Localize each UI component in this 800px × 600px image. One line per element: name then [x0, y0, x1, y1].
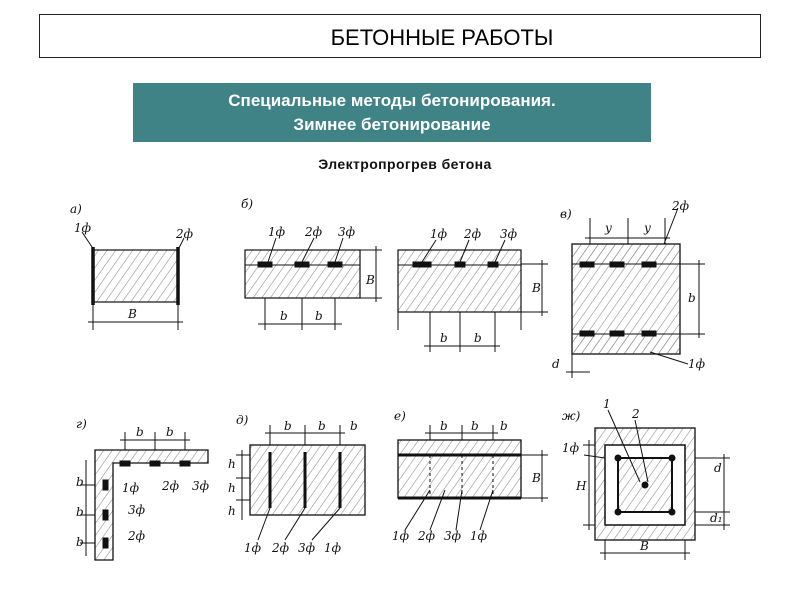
panel-d-letter: д)	[236, 413, 249, 427]
subtitle-line-2: Зимнее бетонирование	[293, 115, 491, 134]
panel-e-letter: е)	[394, 409, 406, 423]
panel-v-height: b	[688, 291, 696, 305]
panel-v-letter: в)	[560, 207, 572, 221]
panel-a-width: B	[127, 307, 137, 321]
panel-g-electrode-1: 1ф	[122, 481, 139, 495]
panel-d-electrode-4: 1ф	[324, 541, 341, 555]
panel-g-top-1: b	[136, 425, 144, 439]
panel-b-left-span-2: b	[315, 309, 323, 323]
panel-g-electrode-2a: 2ф	[161, 479, 179, 493]
panel-zh-marker-1: 1	[603, 397, 611, 411]
panel-zh-letter: ж)	[562, 409, 581, 423]
diagram-caption: Электропрогрев бетона	[318, 156, 492, 172]
panel-a-electrode-2: 2ф	[175, 227, 193, 241]
panel-d-top-3: b	[350, 419, 358, 433]
panel-b-left	[244, 237, 382, 330]
panel-zh-d: d	[714, 461, 722, 475]
panel-d-top-1: b	[284, 419, 292, 433]
panel-g-electrode-2b: 2ф	[127, 529, 145, 543]
panel-zh-marker-2: 2	[631, 407, 640, 421]
panel-g-electrode-3b: 3ф	[128, 503, 145, 517]
panel-d-h-3: h	[228, 504, 236, 518]
panel-d-electrode-2: 2ф	[271, 541, 289, 555]
title-box: БЕТОННЫЕ РАБОТЫ	[39, 14, 761, 58]
panel-b-right-span-2: b	[474, 331, 482, 345]
panel-e-top-3: b	[500, 419, 508, 433]
panel-v	[566, 207, 705, 378]
panel-v-electrode-1: 1ф	[688, 357, 705, 371]
panel-v-electrode-2: 2ф	[671, 199, 689, 213]
panel-g-left-3: b	[76, 535, 84, 549]
panel-b-left-e3: 3ф	[338, 225, 355, 239]
panel-b-right-height: B	[531, 281, 541, 295]
panel-zh	[583, 409, 730, 560]
panel-e-electrode-2: 2ф	[417, 529, 435, 543]
panel-d-electrode-3: 3ф	[298, 541, 315, 555]
panel-d-top-2: b	[318, 419, 326, 433]
panel-v-d: d	[552, 357, 560, 371]
panel-b-right-e1: 1ф	[430, 227, 447, 241]
panel-b-left-height: B	[365, 273, 375, 287]
panel-v-y-2: y	[643, 221, 651, 235]
panel-d-electrode-1: 1ф	[244, 541, 261, 555]
panel-b-left-span-1: b	[280, 309, 288, 323]
panel-zh-height: H	[575, 479, 587, 493]
panel-zh-width: B	[639, 539, 649, 553]
panel-e-top-1: b	[440, 419, 448, 433]
panel-a-electrode-1: 1ф	[74, 221, 91, 235]
panel-b-right-span-1: b	[440, 331, 448, 345]
page-title: БЕТОННЫЕ РАБОТЫ	[330, 25, 554, 50]
panel-a	[81, 231, 185, 330]
panel-g-left-1: b	[76, 475, 84, 489]
panel-g-letter: г)	[76, 417, 87, 431]
panel-b-right	[397, 239, 548, 352]
panel-d-h-2: h	[228, 481, 236, 495]
panel-e-height: B	[531, 471, 541, 485]
panel-b-left-e2: 2ф	[304, 225, 322, 239]
panel-b-letter: б)	[241, 197, 253, 211]
panel-e-electrode-1: 1ф	[392, 529, 409, 543]
panel-d	[236, 425, 366, 541]
panel-g-left-2: b	[76, 505, 84, 519]
panel-zh-d1: d₁	[710, 511, 723, 525]
panel-zh-electrode-1: 1ф	[562, 441, 579, 455]
panel-b-left-e1: 1ф	[268, 225, 285, 239]
panel-b-right-e2: 2ф	[463, 227, 481, 241]
panel-b-right-e3: 3ф	[500, 227, 517, 241]
panel-d-h-1: h	[228, 457, 236, 471]
panel-a-letter: а)	[70, 202, 82, 216]
subtitle-line-1: Специальные методы бетонирования.	[228, 91, 556, 110]
panel-v-y-1: y	[604, 221, 612, 235]
panel-e-top-2: b	[471, 419, 479, 433]
panel-e-electrode-3: 3ф	[444, 529, 461, 543]
panel-g-electrode-3a: 3ф	[192, 479, 209, 493]
panel-g	[80, 432, 209, 561]
panel-e-electrode-4: 1ф	[470, 529, 487, 543]
subtitle-banner: Специальные методы бетонирования. Зимнее…	[133, 83, 651, 142]
panel-g-top-2: b	[166, 425, 174, 439]
panel-e	[397, 425, 548, 531]
